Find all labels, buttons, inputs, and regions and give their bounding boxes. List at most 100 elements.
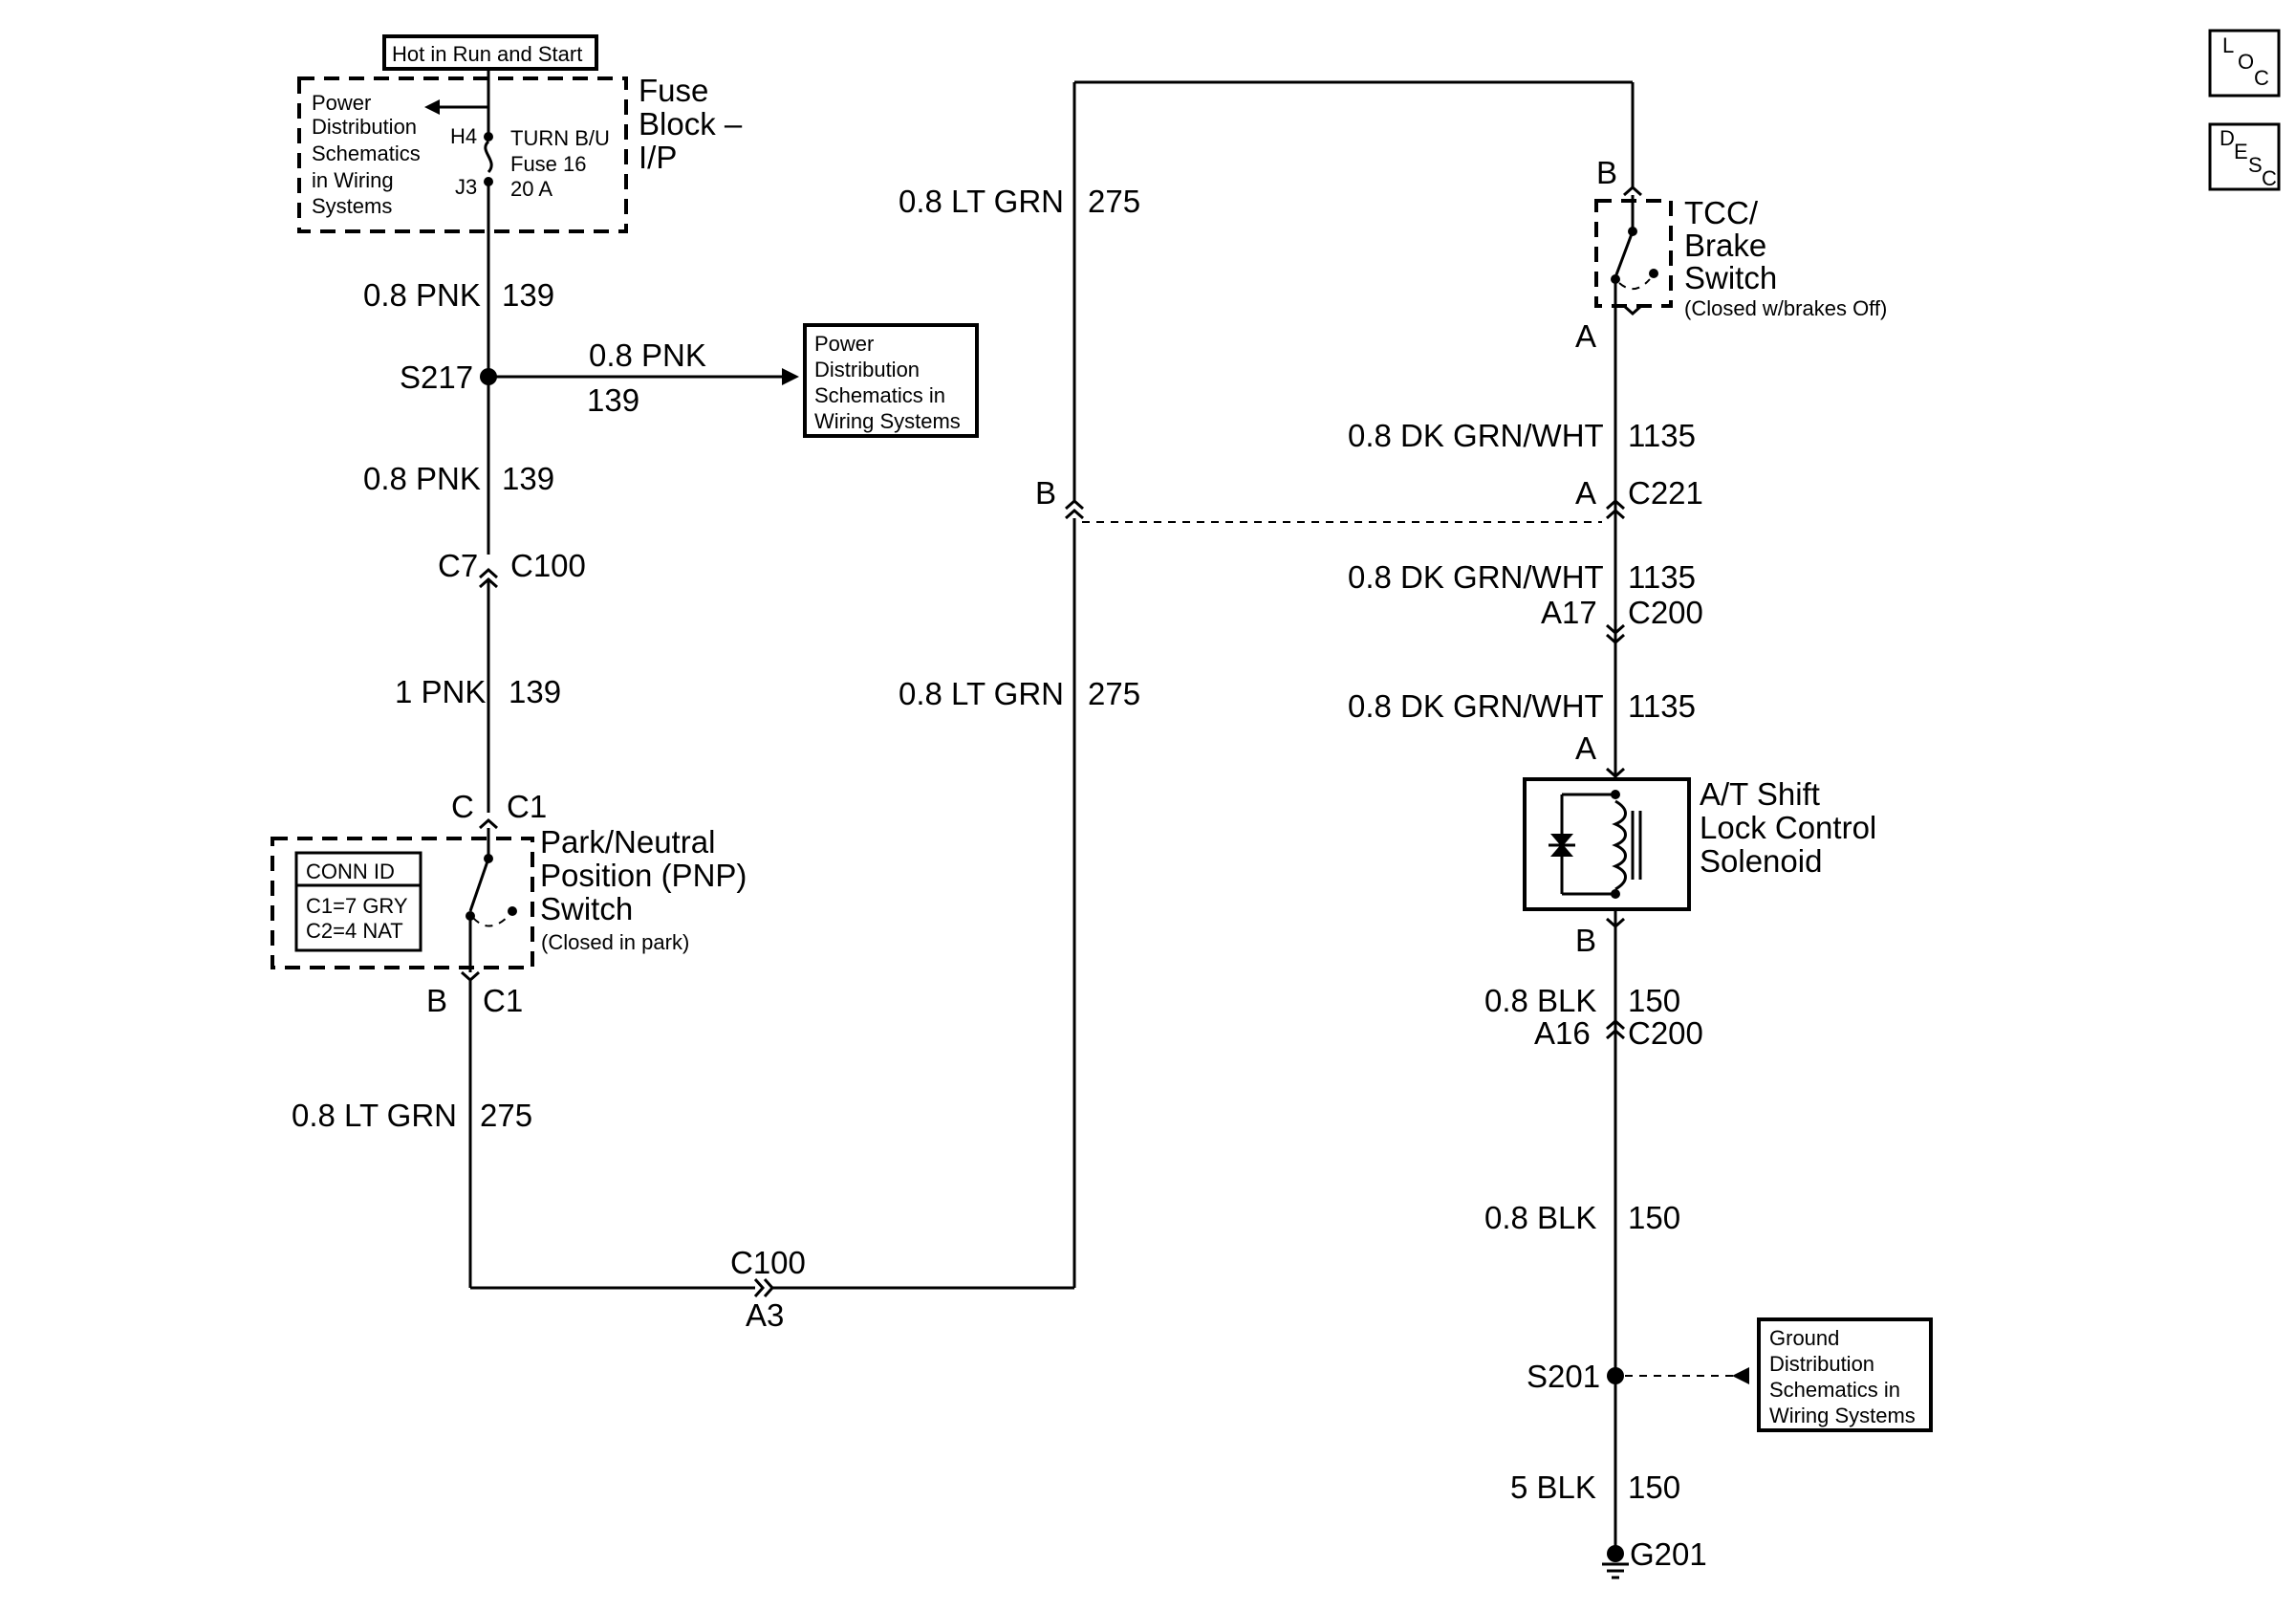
loc-letter-o: O: [2238, 50, 2254, 74]
c200-name: C200: [1628, 595, 1703, 630]
solenoid-top-connector: [1606, 767, 1625, 779]
wire-blk-circuit-2: 150: [1628, 1200, 1680, 1235]
connector-c100-name: C100: [510, 548, 586, 583]
power-dist-line-4: in Wiring: [312, 168, 394, 192]
c221-b-connector-lower: [1065, 508, 1084, 520]
pnp-title-1: Park/Neutral: [540, 824, 715, 860]
c221-a-connector-upper: [1606, 498, 1625, 511]
splice-s217-label: S217: [400, 359, 473, 395]
wire-dkgrn-gauge-3: 0.8 DK GRN/WHT: [1348, 688, 1604, 724]
tcc-top-connector: [1623, 185, 1642, 197]
power-dist-box-line-4: Wiring Systems: [814, 409, 961, 433]
c200b-connector-upper: [1606, 1018, 1625, 1031]
pnp-bottom-conn: C1: [483, 983, 523, 1018]
ground-g201-label: G201: [1630, 1536, 1707, 1572]
conn-id-line-1: C1=7 GRY: [306, 894, 408, 918]
desc-letter-d: D: [2220, 126, 2235, 150]
solenoid-bottom-connector: [1606, 917, 1625, 929]
loc-icon[interactable]: L O C: [2208, 29, 2281, 98]
wire-dkgrn-circuit-2: 1135: [1628, 559, 1696, 595]
conn-id-line-2: C2=4 NAT: [306, 919, 403, 943]
solenoid-title-3: Solenoid: [1700, 843, 1822, 879]
wire-blk-gauge-2: 0.8 BLK: [1484, 1200, 1596, 1235]
tcc-contact-side: [1649, 269, 1658, 278]
wire-blk-circuit-1: 150: [1628, 983, 1680, 1018]
c200b-name: C200: [1628, 1015, 1703, 1051]
desc-icon[interactable]: D E S C: [2208, 122, 2281, 191]
pnp-bottom-connector: [461, 970, 480, 983]
wire-ltgrn-gauge-2: 0.8 LT GRN: [899, 184, 1064, 219]
ground-dist-line-1: Ground: [1769, 1326, 1839, 1350]
tcc-top-pin: B: [1596, 155, 1617, 190]
pnp-title-2: Position (PNP): [540, 858, 747, 893]
connector-a3-female: [763, 1278, 775, 1297]
fuse-label-line-1: TURN B/U: [510, 126, 610, 150]
wire-ltgrn-gauge-3: 0.8 LT GRN: [899, 676, 1064, 711]
power-dist-line-5: Systems: [312, 194, 392, 218]
power-dist-ref-box: [803, 323, 979, 438]
tcc-switch-arc: [1618, 278, 1651, 290]
solenoid-diode-upper: [1550, 834, 1573, 847]
wire-pnk-circuit-3: 139: [509, 674, 561, 709]
tcc-switch-blade: [1614, 230, 1635, 278]
tcc-note: (Closed w/brakes Off): [1684, 296, 1887, 320]
tcc-title-3: Switch: [1684, 260, 1777, 295]
pnp-bottom-pin: B: [426, 983, 447, 1018]
power-dist-line-3: Schematics: [312, 142, 421, 165]
wire-ltgrn-circuit-3: 275: [1088, 676, 1140, 711]
power-dist-arrowhead: [424, 99, 440, 115]
wire-dkgrn-circuit-1: 1135: [1628, 418, 1696, 453]
wire-dkgrn-gauge-1: 0.8 DK GRN/WHT: [1348, 418, 1604, 453]
solenoid-bottom-pin: B: [1575, 923, 1596, 958]
tcc-title-1: TCC/: [1684, 195, 1759, 230]
pnp-top-connector: [479, 817, 498, 830]
ground-dist-line-2: Distribution: [1769, 1352, 1874, 1376]
c200-connector-lower: [1606, 633, 1625, 645]
wire-dkgrn-gauge-2: 0.8 DK GRN/WHT: [1348, 559, 1604, 595]
ground-dist-line-4: Wiring Systems: [1769, 1404, 1916, 1427]
pnp-switch-outline: [271, 837, 534, 969]
fuse-block-title-2: Block –: [639, 106, 743, 142]
fuse-label-line-3: 20 A: [510, 177, 552, 201]
hot-in-run-box: [382, 34, 598, 71]
connector-c100-bottom-name: C100: [730, 1245, 806, 1280]
wire-pnk-gauge-2: 0.8 PNK: [363, 461, 481, 496]
ground-dist-line-3: Schematics in: [1769, 1378, 1900, 1402]
tcc-bottom-pin: A: [1575, 318, 1596, 354]
c221-a-connector-lower: [1606, 508, 1625, 520]
tcc-bottom-connector: [1623, 304, 1642, 316]
wire-blk-gauge-1: 0.8 BLK: [1484, 983, 1596, 1018]
connector-c7-male: [479, 567, 498, 579]
wire-blk-gauge-3: 5 BLK: [1510, 1469, 1596, 1505]
power-dist-line-1: Power: [312, 91, 371, 115]
pnp-contact-side: [508, 906, 517, 916]
ground-node: [1607, 1545, 1624, 1562]
branch-circuit: 139: [587, 382, 639, 418]
c200-pin-a17: A17: [1541, 595, 1597, 630]
wire-pnk-gauge-3: 1 PNK: [395, 674, 486, 709]
branch-gauge: 0.8 PNK: [589, 337, 706, 373]
splice-s201: [1607, 1367, 1624, 1384]
pnp-switch-arc: [472, 915, 509, 927]
wire-blk-circuit-3: 150: [1628, 1469, 1680, 1505]
pnp-top-conn: C1: [507, 789, 547, 824]
wire-pnk-circuit-2: 139: [502, 461, 554, 496]
hot-in-run-label: Hot in Run and Start: [392, 42, 582, 66]
fuse-block-outline: [297, 76, 628, 233]
loc-letter-l: L: [2222, 33, 2234, 57]
pnp-switch-blade: [468, 858, 490, 912]
ground-dist-arrowhead: [1732, 1367, 1749, 1384]
c200-connector-upper: [1606, 623, 1625, 636]
power-dist-box-line-1: Power: [814, 332, 874, 356]
wire-dkgrn-circuit-3: 1135: [1628, 688, 1696, 724]
loc-letter-c: C: [2254, 66, 2269, 90]
tcc-title-2: Brake: [1684, 228, 1766, 263]
wire-pnk-gauge-1: 0.8 PNK: [363, 277, 481, 313]
solenoid-title-1: A/T Shift: [1700, 776, 1820, 812]
desc-letter-s: S: [2248, 153, 2263, 177]
ground-dist-box: [1757, 1317, 1933, 1432]
desc-letter-c: C: [2262, 166, 2277, 190]
connector-c7-pin: C7: [438, 548, 478, 583]
fuse-pin-h4: H4: [450, 124, 477, 148]
